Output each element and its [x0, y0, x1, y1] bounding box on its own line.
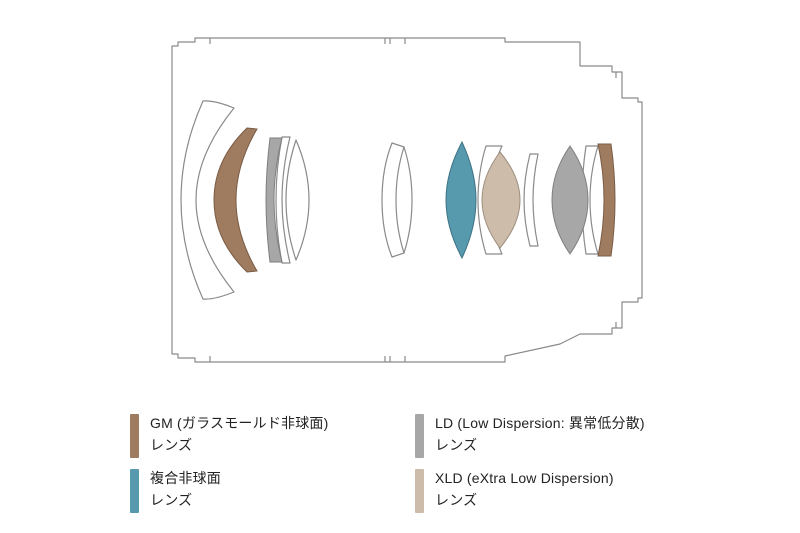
ld-lens-front	[265, 137, 283, 263]
legend-label-aspherical: 複合非球面	[150, 470, 221, 486]
legend-item-aspherical: 複合非球面 レンズ	[130, 467, 460, 515]
lens-construction-diagram	[171, 37, 643, 363]
gm-lens-front	[213, 127, 258, 273]
legend-item-ld: LD (Low Dispersion: 異常低分散) レンズ	[415, 412, 745, 460]
lens-element-1	[180, 100, 235, 300]
legend-swatch-gm	[130, 414, 139, 458]
legend-swatch-ld	[415, 414, 424, 458]
ld-lens-rear	[551, 145, 589, 255]
lens-barrel-outline	[171, 37, 643, 363]
legend-sublabel-xld: レンズ	[435, 492, 478, 508]
legend-swatch-xld	[415, 469, 424, 513]
legend-label-ld: LD (Low Dispersion: 異常低分散)	[435, 415, 645, 431]
lens-element-2	[275, 136, 291, 264]
legend-sublabel-ld: レンズ	[435, 437, 478, 453]
legend-label-gm: GM (ガラスモールド非球面)	[150, 415, 329, 431]
legend-swatch-aspherical	[130, 469, 139, 513]
legend-item-gm: GM (ガラスモールド非球面) レンズ	[130, 412, 460, 460]
legend-label-xld: XLD (eXtra Low Dispersion)	[435, 470, 614, 486]
legend-sublabel-aspherical: レンズ	[150, 492, 193, 508]
lens-element-4	[381, 142, 413, 258]
barrel-tick-marks	[209, 38, 617, 362]
legend-sublabel-gm: レンズ	[150, 437, 193, 453]
lens-element-3	[285, 139, 310, 261]
lens-element-8	[523, 153, 539, 247]
gm-lens-rear	[597, 143, 616, 257]
xld-lens	[481, 151, 521, 249]
legend-item-xld: XLD (eXtra Low Dispersion) レンズ	[415, 467, 745, 515]
lens-element-4-inner	[395, 146, 405, 254]
composite-aspherical-lens	[445, 140, 477, 260]
